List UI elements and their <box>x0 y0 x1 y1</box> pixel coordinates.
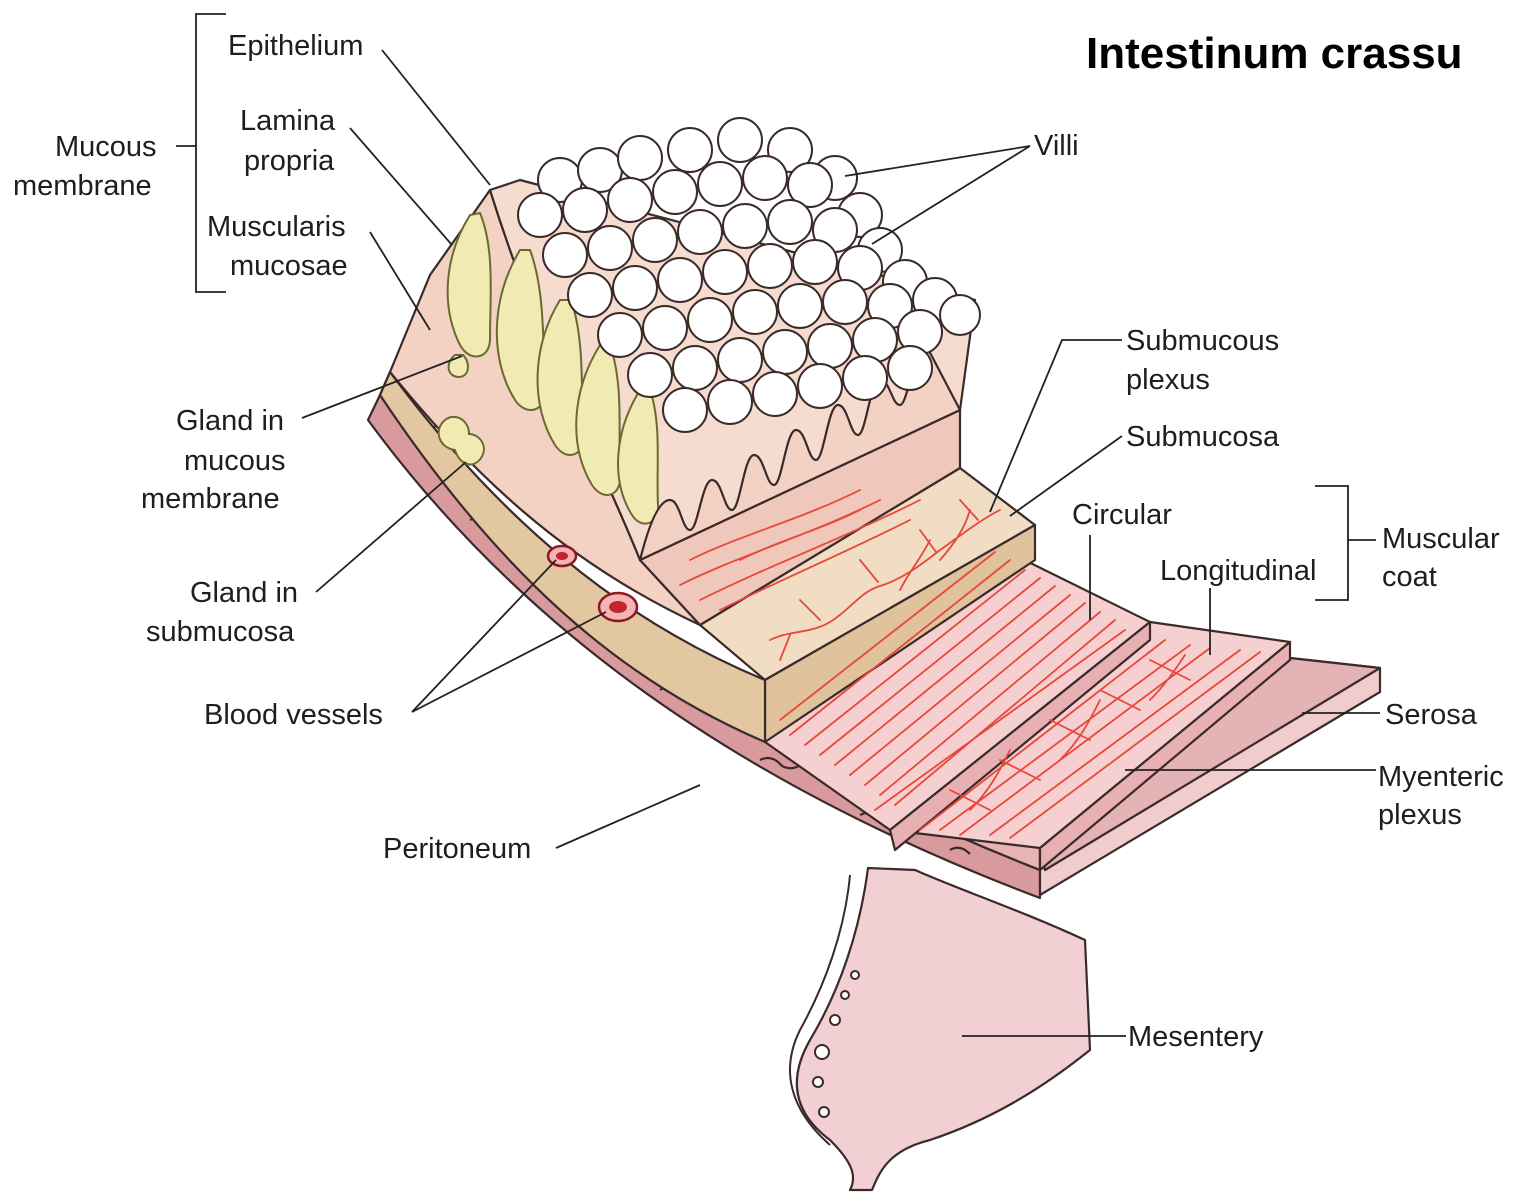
label-villi: Villi <box>1034 130 1079 162</box>
label-gland-submucosa-line2: submucosa <box>146 616 295 648</box>
label-muscularis-mucosae-line1: Muscularis <box>207 211 346 243</box>
label-myenteric-plexus-line2: plexus <box>1378 799 1462 831</box>
label-gland-mucous-line3: membrane <box>141 483 280 515</box>
label-submucous-plexus-line1: Submucous <box>1126 325 1279 357</box>
label-muscular-coat-line2: coat <box>1382 561 1437 593</box>
label-gland-mucous-line1: Gland in <box>176 405 284 437</box>
label-circular: Circular <box>1072 499 1172 531</box>
label-longitudinal: Longitudinal <box>1160 555 1316 587</box>
label-blood-vessels: Blood vessels <box>204 699 383 731</box>
label-gland-submucosa-line1: Gland in <box>190 577 298 609</box>
label-peritoneum: Peritoneum <box>383 833 531 865</box>
label-submucous-plexus-line2: plexus <box>1126 364 1210 396</box>
label-muscularis-mucosae-line2: mucosae <box>230 250 348 282</box>
diagram-title: Intestinum crassu <box>1086 29 1463 78</box>
blood-vessel-large <box>599 593 637 621</box>
mesentery-sheet <box>797 868 1090 1190</box>
label-myenteric-plexus-line1: Myenteric <box>1378 761 1504 793</box>
label-epithelium: Epithelium <box>228 30 363 62</box>
label-gland-mucous-line2: mucous <box>184 445 286 477</box>
label-serosa: Serosa <box>1385 699 1478 731</box>
label-muscular-coat-line1: Muscular <box>1382 523 1500 555</box>
label-mucous-membrane-line1: Mucous <box>55 131 157 163</box>
label-lamina-propria-line1: Lamina <box>240 105 336 137</box>
label-submucosa: Submucosa <box>1126 421 1280 453</box>
label-lamina-propria-line2: propria <box>244 145 335 177</box>
label-mucous-membrane-line2: membrane <box>13 170 152 202</box>
label-mesentery: Mesentery <box>1128 1021 1264 1053</box>
